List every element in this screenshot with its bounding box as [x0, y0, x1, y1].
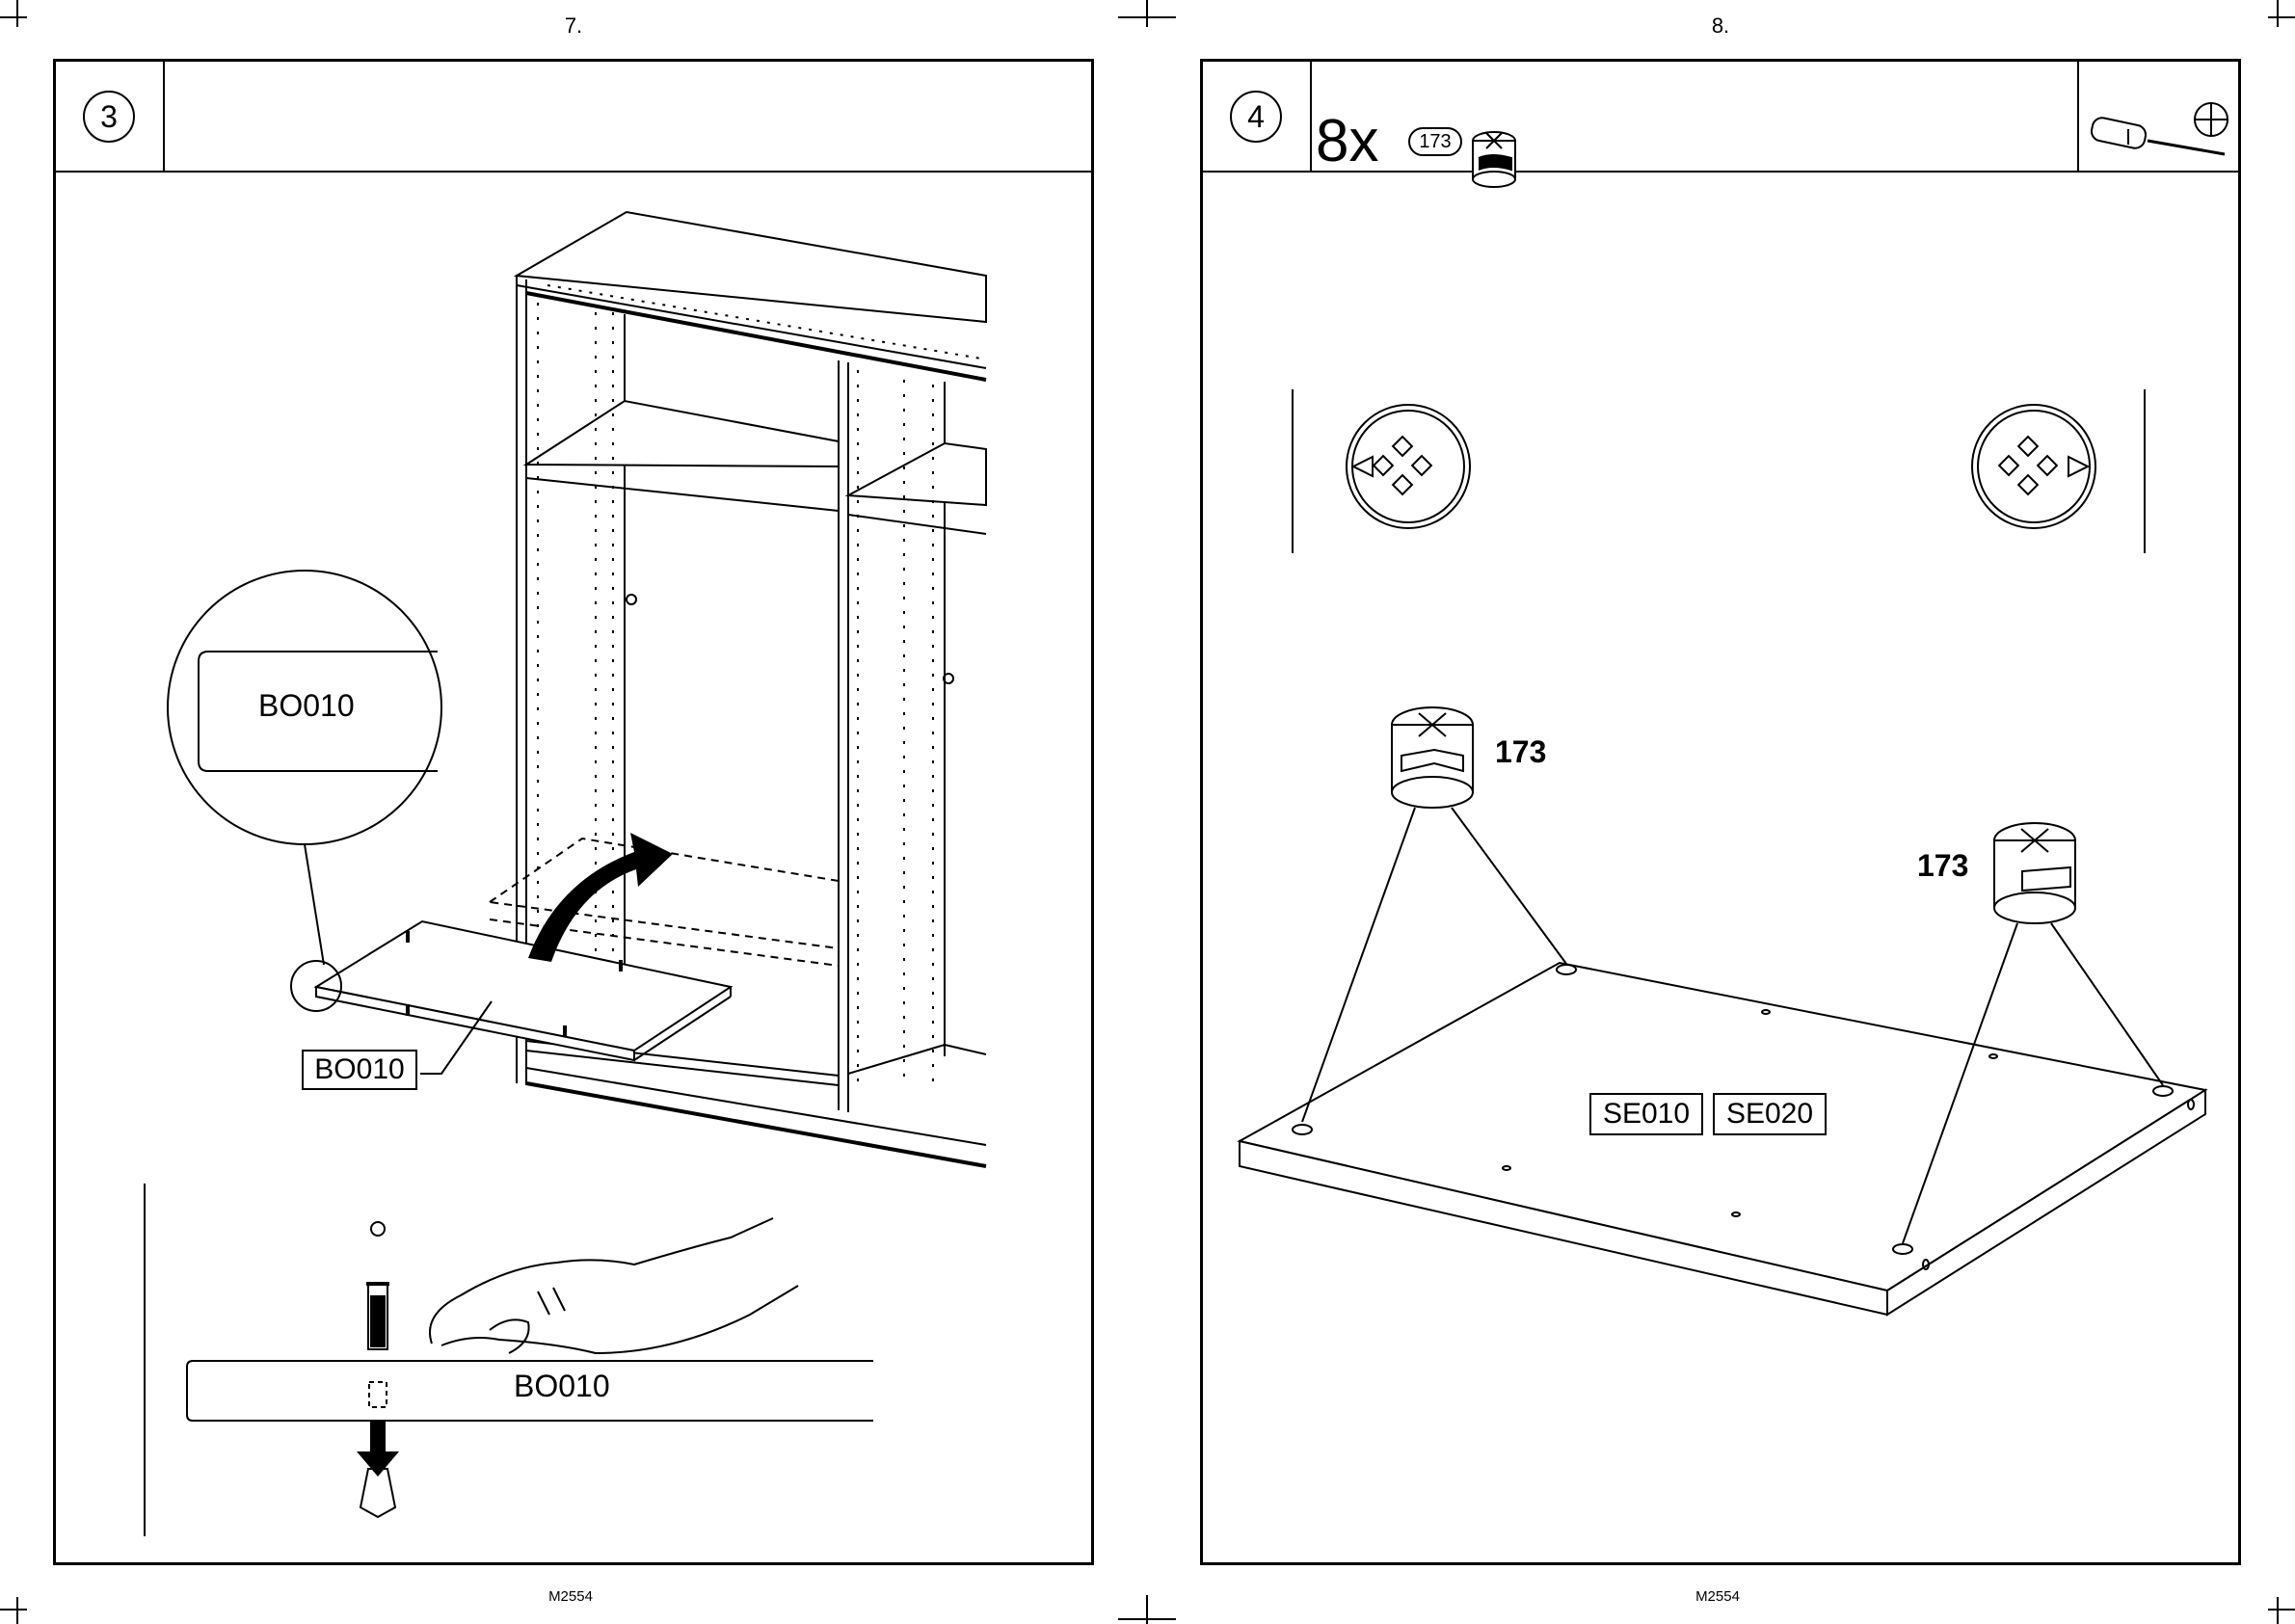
page-number: 8. [1692, 13, 1749, 39]
footer-code: M2554 [1679, 1588, 1756, 1605]
phillips-head-icon [2195, 103, 2228, 136]
panel-label: BO010 [302, 1050, 417, 1090]
board-label-se010: SE010 [1589, 1093, 1703, 1135]
page-number: 7. [545, 13, 602, 39]
cam-lock-icon [1473, 132, 1515, 187]
step-panel-4: 4 8x 173 [1200, 59, 2241, 1565]
cam-lock-2 [1994, 823, 2075, 923]
part-label: 173 [1495, 734, 1546, 770]
step-panel-3: 3 [53, 59, 1094, 1565]
part-label: 173 [1917, 848, 1968, 884]
cam-hole-left [1353, 437, 1431, 494]
wardrobe-illustration [56, 62, 1097, 1568]
detail-label: BO010 [514, 1369, 610, 1404]
zoom-label: BO010 [258, 688, 355, 724]
cam-hole-right [1999, 437, 2088, 494]
board-label-se020: SE020 [1713, 1093, 1827, 1135]
footer-code: M2554 [532, 1588, 609, 1605]
assembly-illustration [1203, 62, 2244, 1568]
cam-lock-1 [1392, 707, 1473, 808]
